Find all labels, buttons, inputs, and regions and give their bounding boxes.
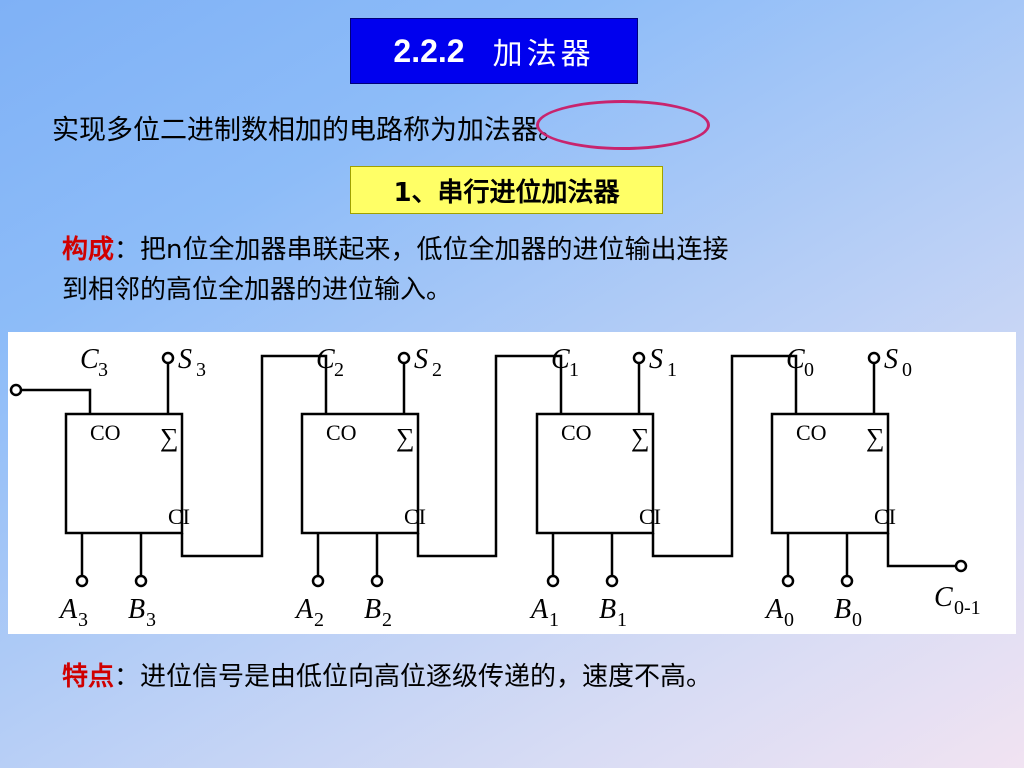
a-subscript: 2 [314,609,324,631]
s-label: S [649,344,663,375]
wire-c2 [180,354,328,558]
wire-c0 [651,354,798,558]
co-label: CO [90,420,121,445]
s-subscript: 1 [667,359,677,381]
s-label: S [414,344,428,375]
b-label: B [364,594,381,625]
b-subscript: 3 [146,609,156,631]
s-label: S [884,344,898,375]
sum-pin [867,351,881,365]
c-label: C [786,344,805,375]
wire-c3-out [18,388,92,414]
title-number: 2.2.2 [393,32,465,69]
c-subscript: 2 [334,359,344,381]
intro-text: 实现多位二进制数相加的电路称为加法器。 [52,115,565,146]
a-input-pin [311,574,325,588]
c-label: C [551,344,570,375]
a-input-pin [75,574,89,588]
cin-label: C [934,582,953,613]
c-subscript: 1 [569,359,579,381]
feature-label: 特点 [62,662,115,692]
composition-line2: 到相邻的高位全加器的进位输入。 [62,275,453,305]
a-input-pin [546,574,560,588]
subtitle-text: 1、串行进位加法器 [393,177,620,208]
feature-sep: ： [114,662,141,692]
b-subscript: 1 [617,609,627,631]
a-subscript: 1 [549,609,559,631]
s-subscript: 3 [196,359,206,381]
b-label: B [599,594,616,625]
b-label: B [128,594,145,625]
b-input-pin [605,574,619,588]
c-subscript: 0 [804,359,814,381]
composition-label: 构成 [62,235,115,265]
b-subscript: 0 [852,609,862,631]
co-label: CO [796,420,827,445]
feature-text: 进位信号是由低位向高位逐级传递的，速度不高。 [140,662,713,692]
wires [18,354,958,568]
adder-box [535,412,655,535]
a-label: A [58,594,78,625]
a-subscript: 3 [78,609,88,631]
composition-line1: 把n位全加器串联起来，低位全加器的进位输出连接 [140,235,729,265]
adder-box [770,412,890,535]
a-subscript: 0 [784,609,794,631]
title-text: 加法器 [492,37,595,72]
highlight-ellipse [536,100,710,150]
s-subscript: 2 [432,359,442,381]
a-label: A [294,594,314,625]
cin-pin [954,559,968,573]
c-label: C [316,344,335,375]
sum-symbol: ∑ [866,423,885,452]
wire-c1 [416,354,563,558]
ci-label: CI [639,504,661,529]
a-label: A [764,594,784,625]
ci-label: CI [168,504,190,529]
cout-pin [9,383,23,397]
cin-terminal: C 0-1 [9,383,981,619]
sum-symbol: ∑ [631,423,650,452]
feature-paragraph: 特点：进位信号是由低位向高位逐级传递的，速度不高。 [62,656,712,693]
b-input-pin [134,574,148,588]
b-input-pin [840,574,854,588]
a-label: A [529,594,549,625]
s-subscript: 0 [902,359,912,381]
sum-pin [632,351,646,365]
adder-box [300,412,420,535]
adder-box [64,412,184,535]
sum-symbol: ∑ [160,423,179,452]
wire-cin [886,533,958,568]
co-label: CO [326,420,357,445]
sum-pin [161,351,175,365]
slide-title: 2.2.2 加法器 [350,18,638,84]
b-subscript: 2 [382,609,392,631]
a-input-pin [781,574,795,588]
co-label: CO [561,420,592,445]
s-label: S [178,344,192,375]
sum-pin [397,351,411,365]
c-label: C [80,344,99,375]
composition-paragraph: 构成：把n位全加器串联起来，低位全加器的进位输出连接到相邻的高位全加器的进位输入… [62,230,962,310]
composition-sep: ： [114,235,141,265]
c-subscript: 3 [98,359,108,381]
ci-label: CI [874,504,896,529]
ci-label: CI [404,504,426,529]
cin-subscript: 0-1 [954,597,981,619]
subtitle-box: 1、串行进位加法器 [350,166,663,214]
b-input-pin [370,574,384,588]
b-label: B [834,594,851,625]
sum-symbol: ∑ [396,423,415,452]
